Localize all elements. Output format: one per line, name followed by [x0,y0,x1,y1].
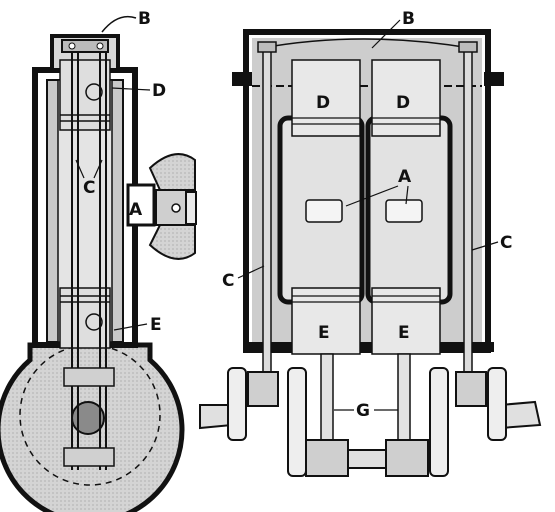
left-label-d: D [152,81,166,101]
right-crankshaft [199,367,542,477]
right-view: B D D A C C E E G [199,9,542,477]
left-label-e: E [150,315,162,335]
right-label-d-left: D [316,93,330,113]
left-connecting-rods [63,48,115,470]
right-label-b: B [402,9,415,29]
right-connecting-rods [320,353,411,445]
right-ports [305,199,423,223]
left-crankcase [0,342,185,512]
right-label-a: A [398,167,412,187]
right-label-c-right: C [500,233,512,253]
right-lower-pistons [291,287,441,355]
left-exhaust-port [126,153,197,260]
right-label-e-left: E [318,323,330,343]
left-lower-piston [59,287,111,349]
left-label-a: A [129,200,143,220]
right-label-g: G [356,401,370,421]
left-label-b: B [138,9,151,29]
right-label-c-left: C [222,271,234,291]
right-label-e-right: E [398,323,410,343]
left-label-c: C [83,178,95,198]
right-upper-pistons [291,59,441,137]
left-upper-piston [59,59,111,131]
left-crosshead [61,39,109,53]
left-view: B D C A E [0,9,197,512]
right-label-d-right: D [396,93,410,113]
